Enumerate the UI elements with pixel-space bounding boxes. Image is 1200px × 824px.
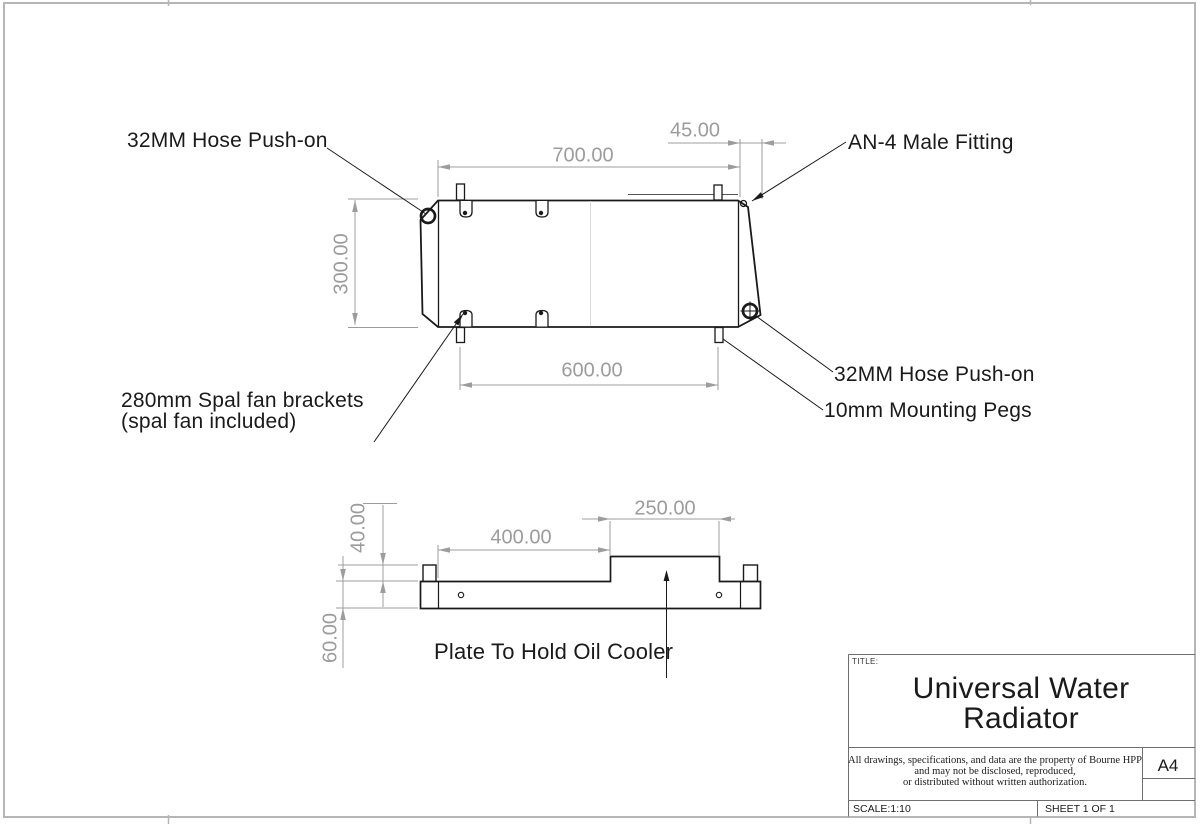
dim-peg-height: 40.00	[347, 502, 370, 554]
label-spal-brackets-line2: (spal fan included)	[121, 410, 297, 433]
disclaimer-line3: or distributed without written authoriza…	[902, 777, 1087, 788]
peg-bottom-right	[714, 326, 724, 344]
radiator-top-view	[419, 183, 762, 344]
title-block-grid	[848, 654, 1195, 817]
hose-fitting-top-left	[419, 207, 437, 225]
label-an4-fitting: AN-4 Male Fitting	[848, 131, 1014, 154]
dim-top-width: 700.00	[552, 144, 614, 167]
label-hose-pushon-top: 32MM Hose Push-on	[127, 129, 328, 152]
radiator-side-view	[419, 555, 762, 610]
leader-lines	[326, 141, 847, 678]
side-hole-left	[457, 591, 465, 599]
drawing-title-line2: Radiator	[963, 702, 1079, 735]
dimension-lines	[336, 139, 786, 668]
label-hose-pushon-right: 32MM Hose Push-on	[834, 363, 1035, 386]
side-peg-right	[742, 564, 759, 583]
title-block-title-label: TITLE:	[852, 657, 879, 666]
dim-height: 300.00	[330, 233, 353, 295]
an4-fitting-port	[739, 199, 748, 208]
label-oil-cooler-plate: Plate To Hold Oil Cooler	[434, 639, 674, 664]
disclaimer-line2: and may not be disclosed, reproduced,	[914, 766, 1076, 777]
dim-right-tank-width: 45.00	[669, 119, 721, 142]
label-spal-brackets-line1: 280mm Spal fan brackets	[121, 389, 364, 412]
peg-bottom-left	[455, 326, 466, 344]
dim-bottom-width: 600.00	[561, 359, 623, 382]
side-hole-right	[715, 591, 723, 599]
drawing-title-line1: Universal Water	[912, 672, 1130, 705]
label-mounting-pegs: 10mm Mounting Pegs	[824, 399, 1032, 422]
disclaimer-line1: All drawings, specifications, and data a…	[848, 755, 1142, 766]
dim-core-thickness: 60.00	[319, 612, 342, 664]
sheet-label: SHEET 1 OF 1	[1045, 803, 1115, 815]
sheet-border	[3, 0, 1196, 824]
peg-top-left	[455, 183, 466, 201]
peg-top-right	[713, 184, 723, 201]
paper-size: A4	[1157, 756, 1179, 775]
dim-side-plate-length: 250.00	[634, 497, 696, 520]
side-peg-left	[422, 564, 437, 583]
dim-side-left-length: 400.00	[490, 526, 552, 549]
side-outline	[419, 555, 762, 610]
scale-label: SCALE:1:10	[853, 803, 911, 815]
fan-bracket-tabs	[459, 201, 549, 327]
